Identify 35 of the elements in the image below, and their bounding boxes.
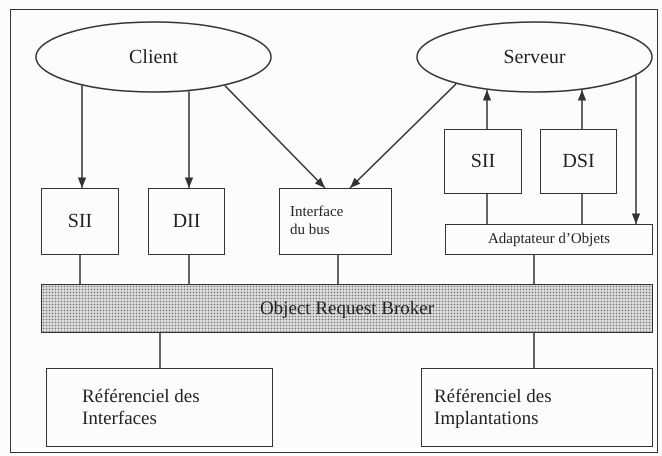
arrow: [78, 86, 86, 188]
component-box: [540, 129, 617, 194]
node-label: Adaptateur d’Objets: [488, 230, 610, 248]
connector-line: [337, 255, 339, 284]
arrow: [184, 91, 194, 188]
connector-line: [581, 194, 583, 224]
arrow: [482, 90, 492, 129]
connector-line: [79, 255, 81, 284]
node-label: SII: [68, 210, 92, 233]
node-label: Référenciel des Implantations: [434, 386, 553, 430]
node-label: DII: [172, 210, 200, 233]
node-label: SII: [470, 150, 496, 173]
component-box: [444, 129, 522, 194]
node-label: Object Request Broker: [260, 298, 434, 320]
component-box: [148, 188, 225, 255]
bus-bar: [41, 284, 653, 333]
component-box: [279, 188, 392, 255]
component-box: [41, 188, 119, 255]
arrow: [349, 83, 457, 189]
connector-line: [533, 255, 535, 284]
component-box: [421, 368, 653, 447]
arrow: [632, 76, 640, 224]
connector-line: [486, 194, 488, 224]
node-label: Serveur: [503, 46, 566, 68]
component-box: [46, 368, 273, 447]
arrow: [578, 90, 586, 129]
node-label: DSI: [562, 150, 595, 173]
connector-line: [188, 255, 190, 284]
node-label: Référenciel des Interfaces: [82, 386, 201, 430]
node-label: Client: [129, 46, 178, 68]
connector-line: [533, 333, 535, 368]
arrow: [224, 85, 326, 189]
component-box: [445, 224, 653, 255]
connector-line: [159, 333, 161, 368]
node-label: Interface du bus: [290, 204, 344, 239]
